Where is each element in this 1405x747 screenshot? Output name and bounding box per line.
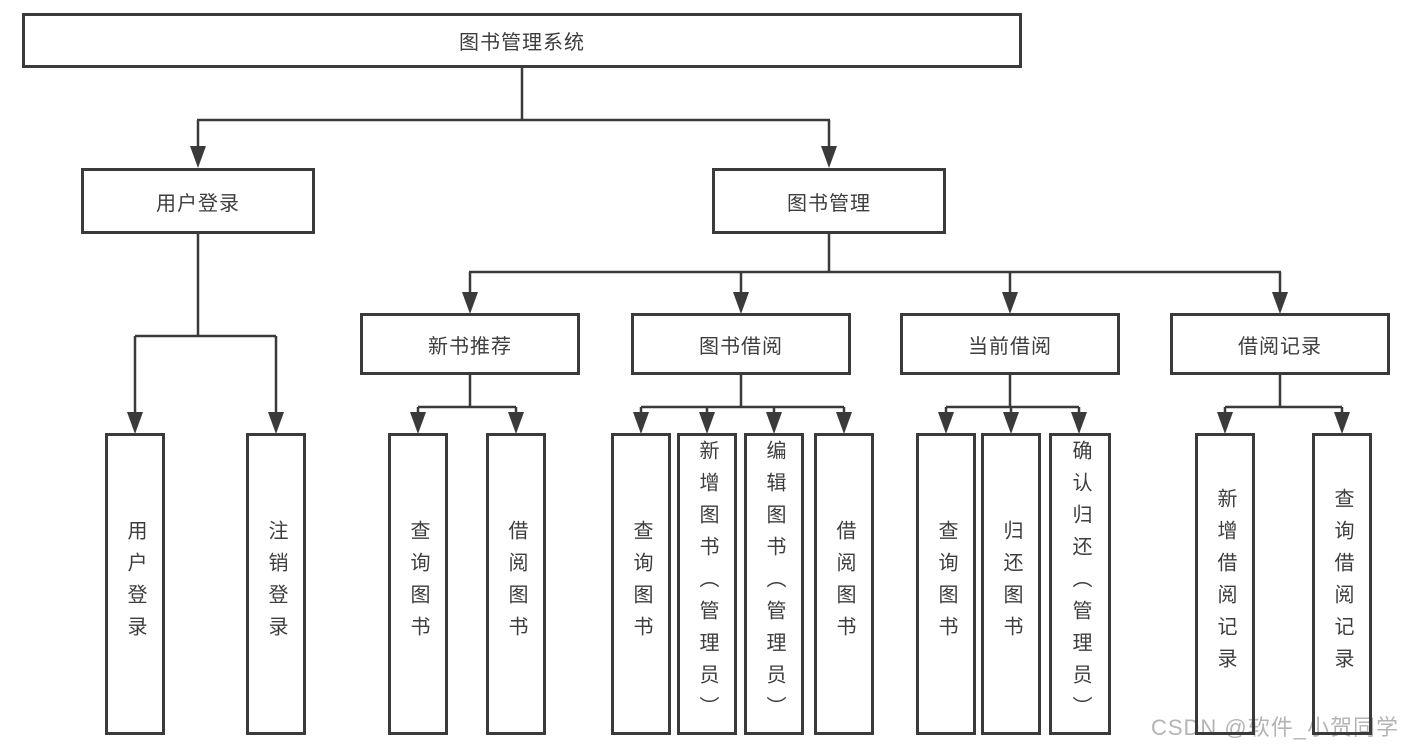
node-root-label: 图书管理系统 bbox=[459, 32, 585, 54]
arrow-down-icon bbox=[836, 412, 852, 434]
leaf-label: 查询借阅记录 bbox=[1331, 488, 1353, 680]
arrow-down-icon bbox=[633, 412, 649, 434]
leaf-label: 编辑图书（管理员） bbox=[763, 440, 785, 728]
leaf-label: 注销登录 bbox=[265, 520, 287, 648]
arrow-down-icon bbox=[938, 412, 954, 434]
leaf-label: 用户登录 bbox=[124, 520, 146, 648]
node-borrow-record: 借阅记录 bbox=[1170, 313, 1390, 375]
node-label: 图书管理 bbox=[787, 192, 871, 215]
arrow-down-icon bbox=[127, 412, 143, 434]
node-book-management-branch: 图书管理 bbox=[712, 168, 946, 234]
arrow-down-icon bbox=[1217, 412, 1233, 434]
leaf-label: 确认归还（管理员） bbox=[1069, 440, 1091, 728]
leaf-borrow-book-borrow: 借阅图书 bbox=[814, 433, 874, 735]
leaf-logout: 注销登录 bbox=[246, 433, 306, 735]
node-book-borrow: 图书借阅 bbox=[631, 313, 851, 375]
leaf-label: 新增借阅记录 bbox=[1214, 488, 1236, 680]
leaf-label: 查询图书 bbox=[407, 520, 429, 648]
leaf-confirm-return-admin: 确认归还（管理员） bbox=[1049, 433, 1111, 735]
arrow-down-icon bbox=[821, 146, 837, 168]
arrow-down-icon bbox=[1003, 412, 1019, 434]
arrow-down-icon bbox=[699, 412, 715, 434]
arrowheads bbox=[127, 146, 1350, 434]
node-label: 图书借阅 bbox=[699, 335, 783, 358]
arrow-down-icon bbox=[190, 146, 206, 168]
arrow-down-icon bbox=[268, 412, 284, 434]
leaf-edit-book-admin: 编辑图书（管理员） bbox=[744, 433, 804, 735]
arrow-down-icon bbox=[1002, 292, 1018, 314]
leaf-label: 查询图书 bbox=[630, 520, 652, 648]
leaf-label: 查询图书 bbox=[935, 520, 957, 648]
leaf-return-book: 归还图书 bbox=[981, 433, 1041, 735]
leaf-query-book-borrow: 查询图书 bbox=[611, 433, 671, 735]
arrow-down-icon bbox=[733, 292, 749, 314]
arrow-down-icon bbox=[1272, 292, 1288, 314]
leaf-borrow-book-recommend: 借阅图书 bbox=[486, 433, 546, 735]
arrow-down-icon bbox=[410, 412, 426, 434]
node-new-book-recommend: 新书推荐 bbox=[360, 313, 580, 375]
leaf-label: 借阅图书 bbox=[505, 520, 527, 648]
arrow-down-icon bbox=[1334, 412, 1350, 434]
node-label: 借阅记录 bbox=[1238, 335, 1322, 358]
node-root: 图书管理系统 bbox=[22, 13, 1022, 68]
node-label: 新书推荐 bbox=[428, 335, 512, 358]
leaf-user-login: 用户登录 bbox=[105, 433, 165, 735]
leaf-add-book-admin: 新增图书（管理员） bbox=[677, 433, 737, 735]
leaf-label: 借阅图书 bbox=[833, 520, 855, 648]
arrow-down-icon bbox=[508, 412, 524, 434]
leaf-add-borrow-record: 新增借阅记录 bbox=[1195, 433, 1255, 735]
node-label: 当前借阅 bbox=[968, 335, 1052, 358]
leaf-query-book-current: 查询图书 bbox=[916, 433, 976, 735]
csdn-watermark: CSDN @软件_小贺同学 bbox=[1150, 715, 1399, 740]
leaf-query-borrow-record: 查询借阅记录 bbox=[1312, 433, 1372, 735]
leaf-label: 归还图书 bbox=[1000, 520, 1022, 648]
leaf-query-book-recommend: 查询图书 bbox=[388, 433, 448, 735]
arrow-down-icon bbox=[462, 292, 478, 314]
node-label: 用户登录 bbox=[156, 192, 240, 215]
node-current-borrow: 当前借阅 bbox=[900, 313, 1120, 375]
arrow-down-icon bbox=[766, 412, 782, 434]
arrow-down-icon bbox=[1071, 412, 1087, 434]
leaf-label: 新增图书（管理员） bbox=[696, 440, 718, 728]
node-user-login-branch: 用户登录 bbox=[81, 168, 315, 234]
